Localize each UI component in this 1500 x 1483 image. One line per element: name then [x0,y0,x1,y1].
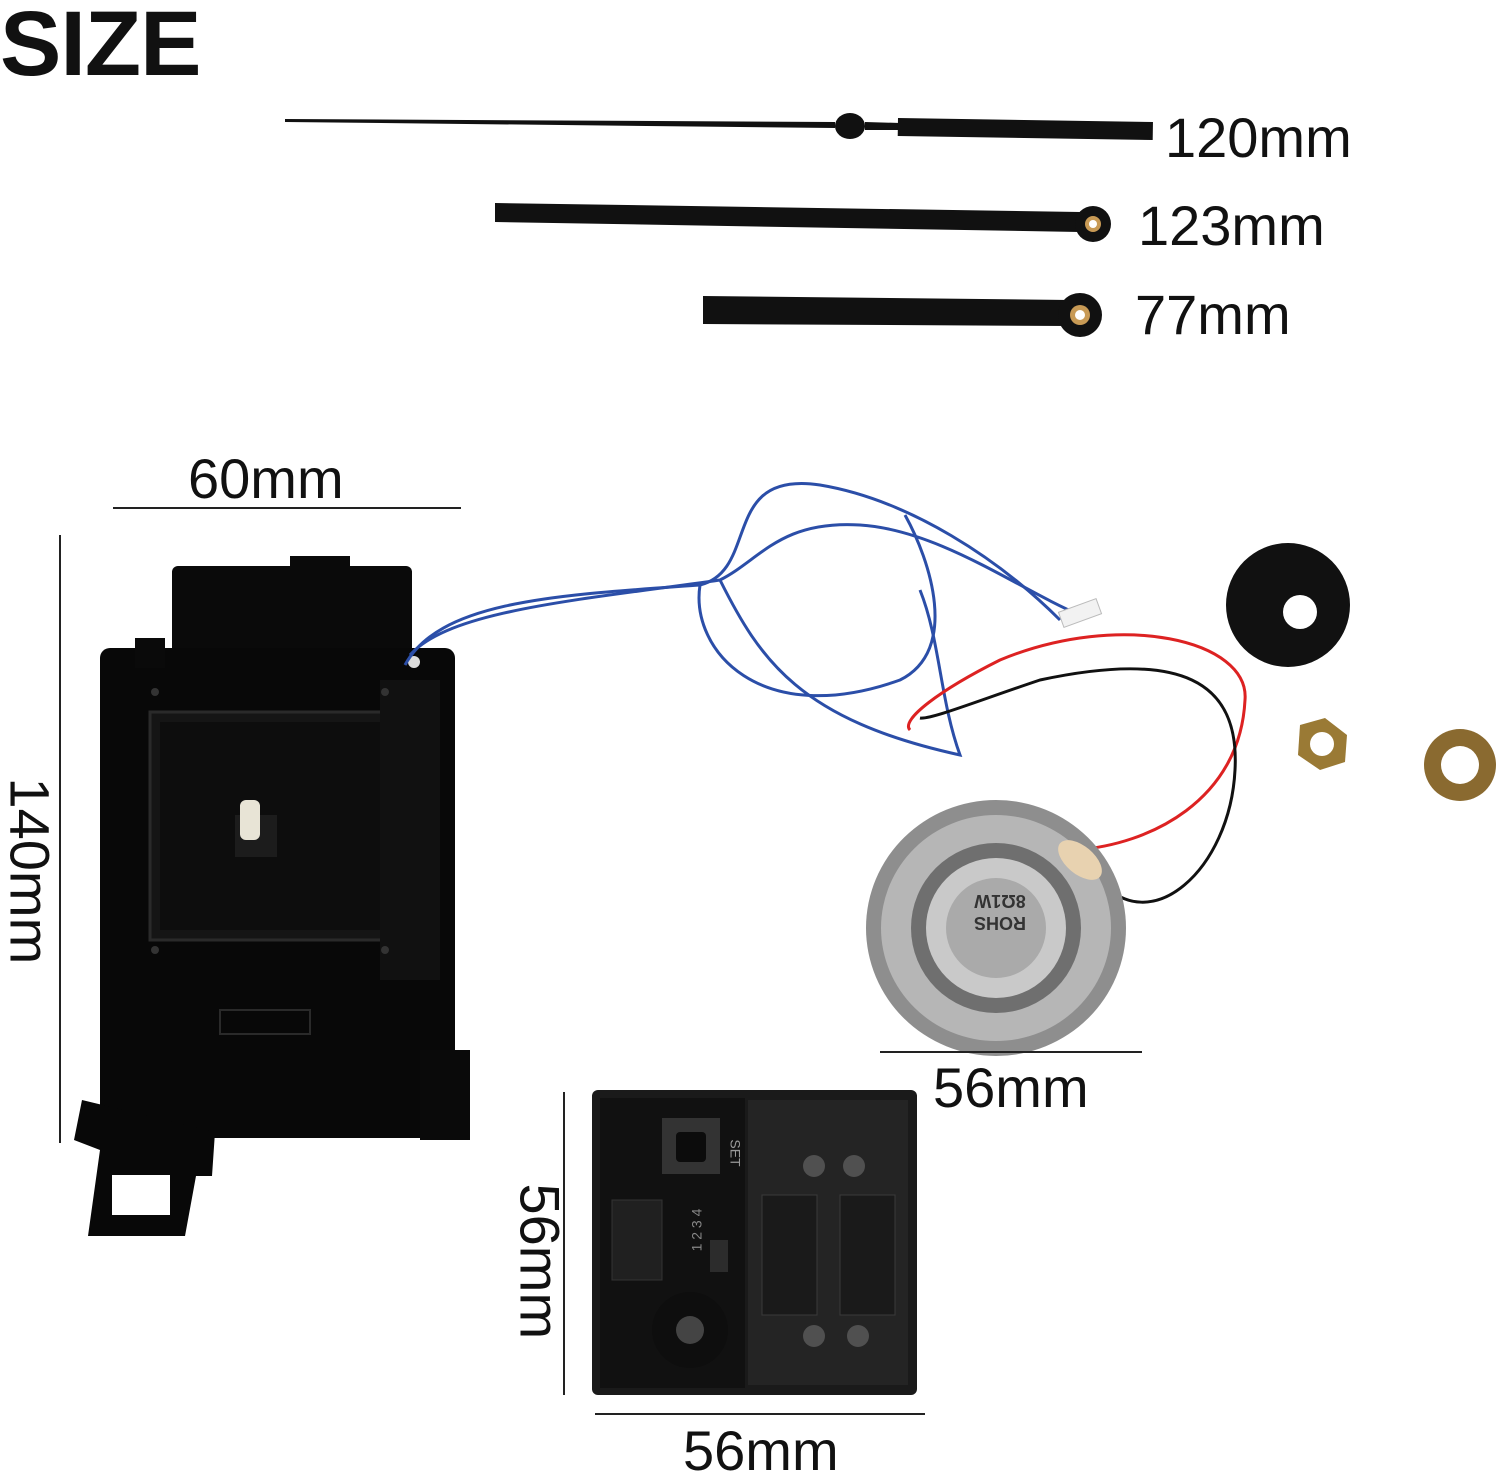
speaker-label: ROHS 8Ω1W [960,890,1040,934]
speaker-diameter-label: 56mm [933,1056,1089,1119]
second-hand-length: 120mm [1165,106,1352,169]
movement-width-line [113,507,461,509]
set-button-label: SET [727,1139,744,1167]
blue-wires [403,482,1081,758]
control-box-width-label: 56mm [683,1419,839,1482]
minute-hand [495,203,1111,242]
speaker-label-line2: 8Ω1W [974,891,1026,911]
wire-connector [1057,598,1103,628]
second-hand [285,113,1153,141]
control-box [592,1090,917,1395]
movement-height-line [59,535,61,1143]
movement-width-label: 60mm [188,447,344,510]
switch-numbers-label: 1 2 3 4 [688,1208,705,1252]
control-box-width-line [595,1413,925,1415]
hour-hand-length: 77mm [1135,283,1291,346]
speaker [866,800,1126,1056]
hex-nut [1298,718,1347,770]
brass-washer [1424,729,1496,801]
page-title: SIZE [0,0,201,95]
speaker-wires [907,633,1247,904]
control-box-height-label: 56mm [508,1183,572,1340]
rubber-washer [1226,543,1350,667]
minute-hand-length: 123mm [1138,194,1325,257]
control-box-height-line [563,1092,565,1395]
movement-height-label: 140mm [0,777,62,965]
speaker-diameter-line [880,1051,1142,1053]
speaker-label-line1: ROHS [974,913,1027,933]
hour-hand [703,293,1102,337]
clock-movement [74,556,470,1236]
